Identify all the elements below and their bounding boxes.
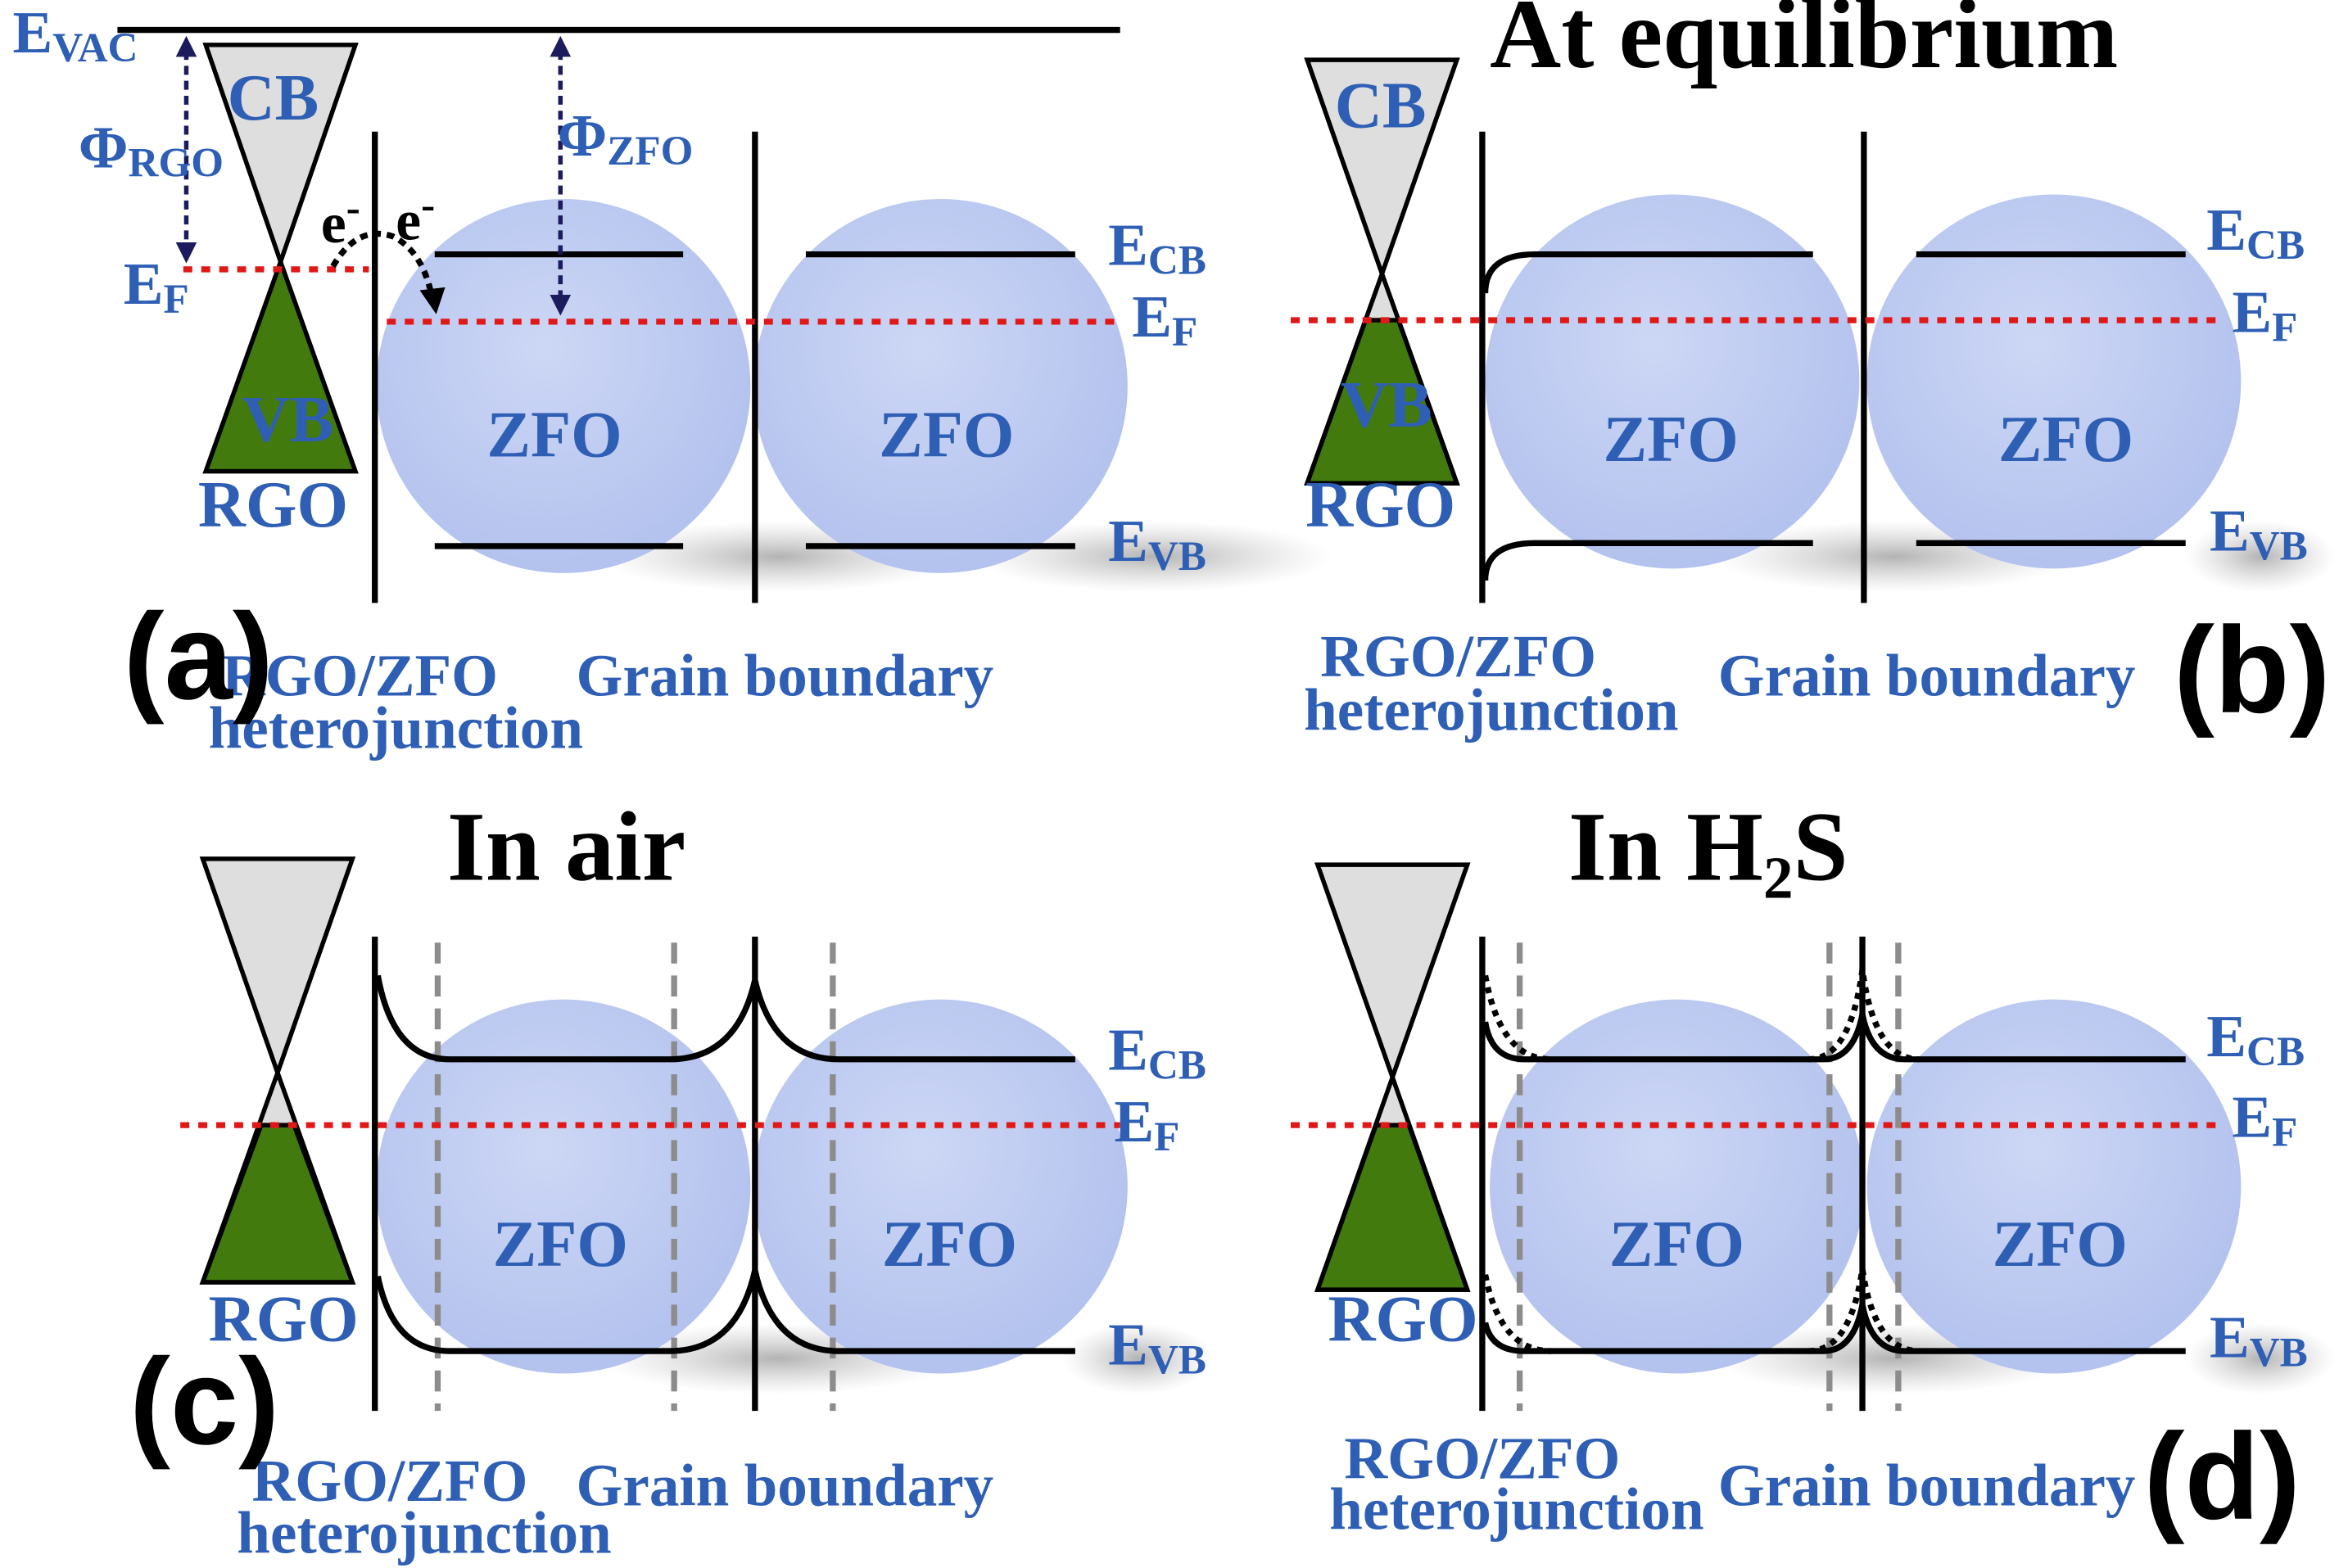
vb-label: VB [242, 383, 334, 456]
zfo-label: ZFO [879, 398, 1014, 471]
previous-barrier-dotted [1482, 1274, 1552, 1354]
heterojunction-label-line1: RGO/ZFO [1320, 623, 1596, 689]
ecb-label: ECB [1108, 211, 1206, 283]
arrow-head-icon [175, 242, 197, 264]
grain-shadow [2185, 520, 2336, 593]
heterojunction-label-line1: RGO/ZFO [222, 643, 498, 709]
zfo-label: ZFO [493, 1208, 628, 1281]
grain-boundary-label: Grain boundary [577, 1452, 994, 1518]
ecb-label: ECB [2206, 197, 2305, 269]
rgo-label: RGO [1305, 468, 1455, 541]
zfo-grain [1490, 999, 1864, 1374]
heterojunction-label-line2: heterojunction [1329, 1475, 1703, 1542]
phi-zfo-label: ΦZFO [558, 102, 694, 174]
rgo-conduction-cone [1314, 862, 1471, 1084]
evb-label: EVB [2210, 497, 2308, 569]
panel-title: In H2S [1568, 793, 1848, 911]
grain-shadow [1063, 1322, 1213, 1395]
conduction-band-edge-reduced [1482, 1014, 2186, 1063]
electron-label: e- [396, 182, 435, 253]
evb-label: EVB [1108, 1311, 1206, 1383]
grain-boundary-label: Grain boundary [1718, 1452, 2136, 1518]
rgo-label: RGO [198, 468, 348, 541]
ef-rgo-label: EF [124, 251, 189, 323]
rgo-valence-filled [199, 1123, 356, 1285]
rgo-conduction-cone [1304, 57, 1460, 281]
arrow-head-icon [175, 35, 197, 57]
panel-letter-c: (c) [129, 1332, 279, 1470]
zfo-label: ZFO [1609, 1208, 1744, 1281]
evac-label: EVAC [13, 0, 138, 71]
heterojunction-label-line1: RGO/ZFO [251, 1448, 527, 1514]
previous-barrier-dotted [1808, 1268, 1920, 1354]
rgo-valence-filled [1314, 1123, 1471, 1292]
phi-rgo-label: ΦRGO [79, 115, 224, 187]
rgo-valence-cone [202, 255, 359, 474]
heterojunction-label-line2: heterojunction [237, 1500, 611, 1566]
panel-letter-a: (a) [124, 587, 274, 725]
panel-title: At equilibrium [1490, 0, 2118, 89]
cb-label: CB [228, 61, 319, 134]
ecb-label: ECB [2206, 1003, 2305, 1075]
vb-label: VB [1341, 368, 1432, 441]
valence-band-edge-reduced [1482, 1304, 2186, 1354]
zfo-grain [376, 999, 751, 1374]
electron-label: e- [321, 184, 360, 255]
panel-d: In H2S RGO ZFO ZFO ECB EF EVB RGO/ZFO he… [1291, 793, 2336, 1545]
rgo-label: RGO [1328, 1282, 1477, 1355]
panel-c: In air RGO ZFO ZFO ECB EF EVB RGO/ZFO he… [129, 793, 1213, 1566]
zfo-label: ZFO [1998, 403, 2133, 476]
zfo-grain [1866, 999, 2242, 1374]
arrow-head-icon [550, 294, 572, 316]
grain-boundary-label: Grain boundary [577, 643, 994, 709]
panel-a: EVAC ΦRGO ΦZFO EF e- e- ECB EF EVB CB VB… [13, 0, 1333, 761]
grain-shadow [973, 520, 1333, 593]
heterojunction-label-line1: RGO/ZFO [1344, 1425, 1620, 1491]
evb-label: EVB [2210, 1304, 2308, 1376]
conduction-band-edge-bent [374, 974, 1075, 1063]
rgo-conduction-cone [199, 856, 356, 1080]
grain-shadow [2185, 1322, 2336, 1395]
previous-barrier-dotted [1808, 969, 1920, 1063]
valence-band-edge-bent [374, 1269, 1075, 1354]
heterojunction-label-line2: heterojunction [1304, 677, 1678, 743]
panel-letter-d: (d) [2144, 1408, 2301, 1545]
rgo-conduction-cone [202, 43, 359, 269]
zfo-label: ZFO [882, 1208, 1017, 1281]
conduction-band-edge-bent [1482, 251, 1813, 294]
zfo-grain [753, 199, 1128, 573]
ef-label: EF [2232, 279, 2297, 351]
valence-band-edge-bent [1482, 540, 1813, 581]
ef-label: EF [1132, 283, 1197, 355]
panel-b: At equilibrium CB VB RGO ZFO ZFO ECB EF … [1291, 0, 2336, 743]
zfo-grain [753, 999, 1128, 1374]
panel-title: In air [447, 793, 685, 901]
zfo-grain [1866, 194, 2242, 569]
ef-label: EF [2232, 1084, 2297, 1156]
arrow-head-icon [550, 35, 572, 57]
zfo-label: ZFO [486, 398, 622, 471]
zfo-label: ZFO [1604, 403, 1739, 476]
arrow-head-icon [419, 287, 446, 314]
heterojunction-label-line2: heterojunction [209, 695, 583, 761]
cb-label: CB [1335, 69, 1427, 142]
evb-label: EVB [1108, 508, 1206, 580]
electron-transfer-arrow [330, 230, 435, 297]
zfo-label: ZFO [1993, 1208, 2128, 1281]
ef-label: EF [1114, 1088, 1179, 1160]
grain-boundary-label: Grain boundary [1718, 643, 2136, 709]
zfo-grain [1485, 194, 1860, 569]
zfo-grain [376, 199, 751, 573]
panel-letter-b: (b) [2174, 601, 2330, 739]
rgo-label: RGO [209, 1282, 359, 1355]
ecb-label: ECB [1108, 1017, 1206, 1089]
